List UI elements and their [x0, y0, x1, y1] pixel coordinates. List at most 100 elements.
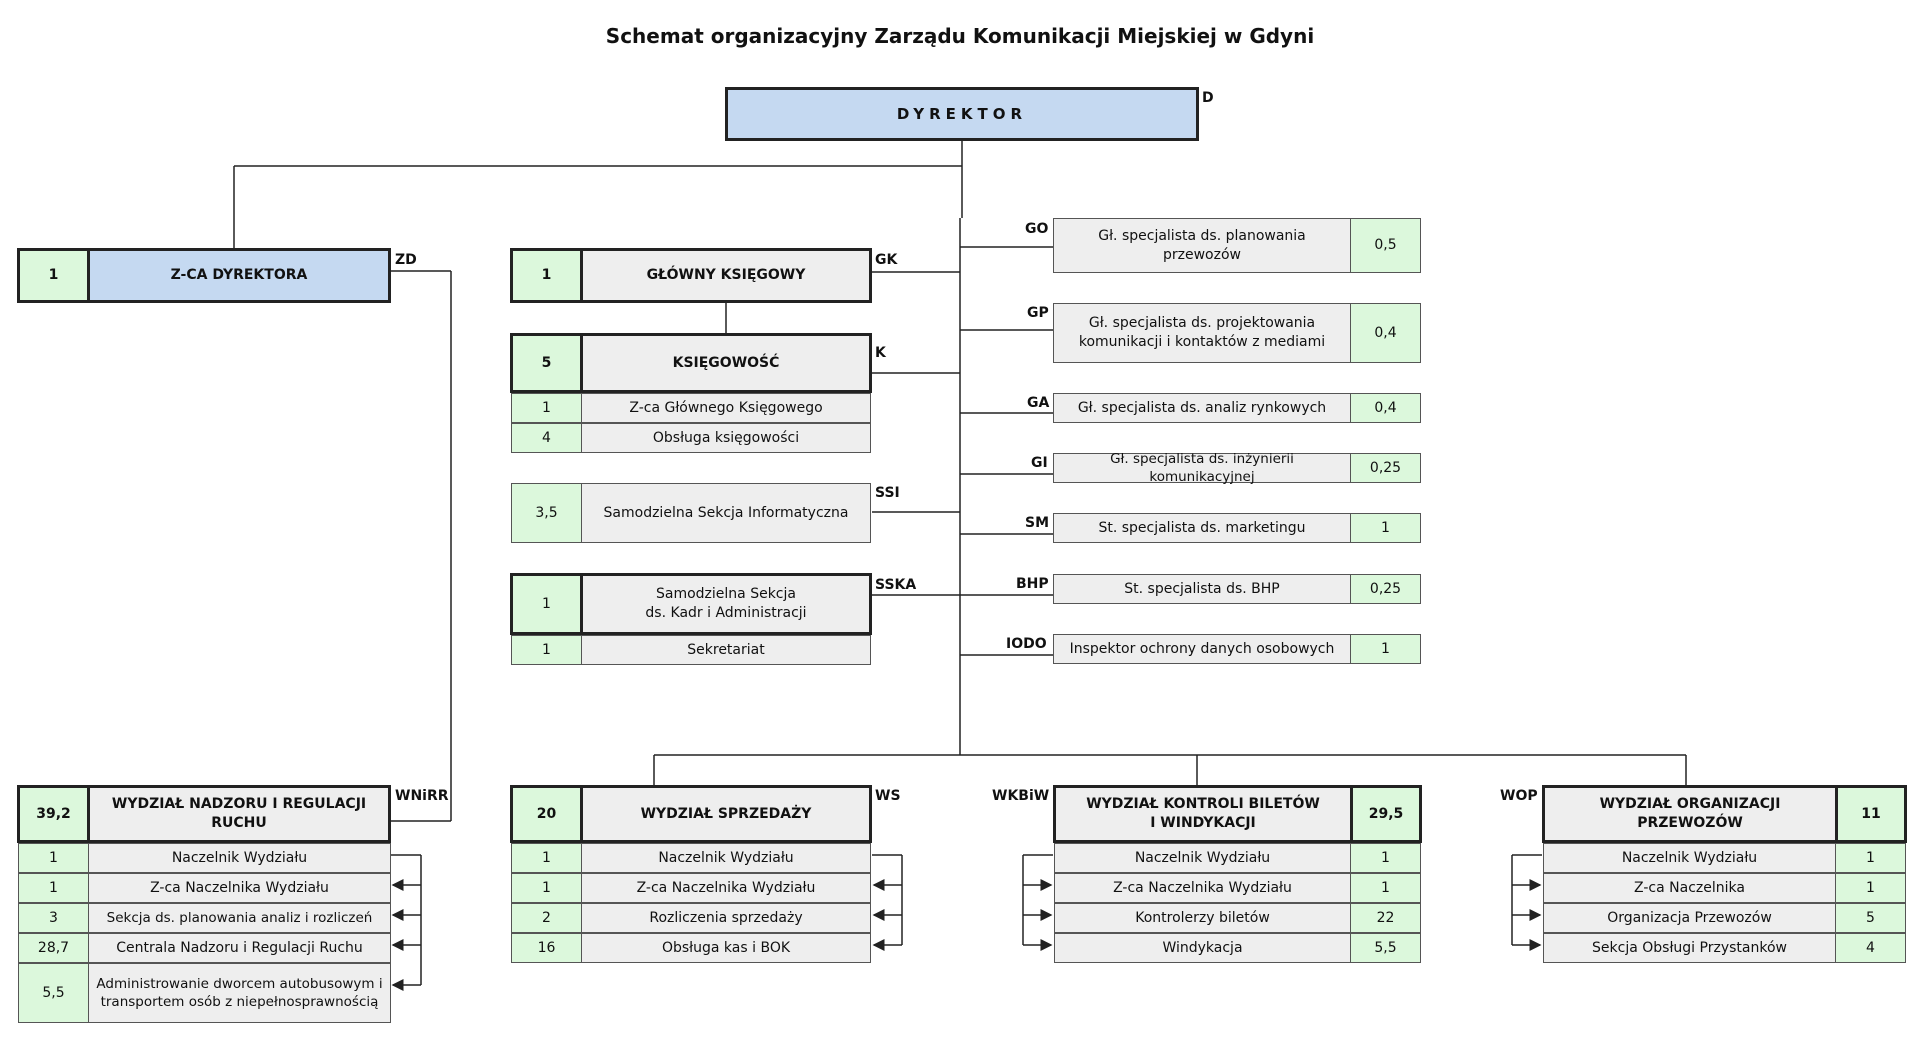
- chief-accountant-code: GK: [875, 252, 898, 268]
- specialist-count: 0,25: [1350, 574, 1421, 604]
- wop-row-count: 5: [1835, 903, 1906, 933]
- accounting-code: K: [875, 345, 886, 361]
- specialist-code: SM: [1025, 515, 1050, 531]
- wop-row: Sekcja Obsługi Przystanków: [1543, 933, 1836, 963]
- ws-row: Rozliczenia sprzedaży: [581, 903, 871, 933]
- accounting-box: KSIĘGOWOŚĆ: [580, 333, 872, 393]
- specialist-box: Gł. specjalista ds. analiz rynkowych: [1053, 393, 1351, 423]
- specialist-code: IODO: [1006, 636, 1047, 652]
- wop-count: 11: [1835, 785, 1907, 843]
- wkbiw-label-line2: I WINDYKACJI: [1150, 815, 1256, 831]
- wop-row-count: 4: [1835, 933, 1906, 963]
- wop-row-count: 1: [1835, 873, 1906, 903]
- wop-code: WOP: [1500, 788, 1538, 804]
- wkbiw-row-count: 5,5: [1350, 933, 1421, 963]
- ssi-code: SSI: [875, 485, 900, 501]
- wkbiw-row: Windykacja: [1054, 933, 1351, 963]
- wnirr-row-line2: transportem osób z niepełnosprawnością: [100, 994, 379, 1010]
- director-box: DYREKTOR: [725, 87, 1199, 141]
- specialist-code: GO: [1025, 221, 1049, 237]
- wnirr-label-line1: WYDZIAŁ NADZORU I REGULACJI: [111, 796, 367, 813]
- accounting-count: 5: [510, 333, 583, 393]
- wkbiw-row: Z-ca Naczelnika Wydziału: [1054, 873, 1351, 903]
- specialist-box: Gł. specjalista ds. projektowania komuni…: [1053, 303, 1351, 363]
- specialist-count: 1: [1350, 513, 1421, 543]
- wnirr-row-count: 28,7: [18, 933, 89, 963]
- wnirr-code: WNiRR: [395, 788, 449, 804]
- specialist-box: Gł. specjalista ds. planowania przewozów: [1053, 218, 1351, 273]
- ws-row-count: 1: [511, 843, 582, 873]
- wkbiw-row: Naczelnik Wydziału: [1054, 843, 1351, 873]
- specialist-count: 0,4: [1350, 393, 1421, 423]
- deputy-count: 1: [17, 248, 90, 303]
- ws-count: 20: [510, 785, 583, 843]
- specialist-box: St. specjalista ds. marketingu: [1053, 513, 1351, 543]
- chief-accountant-box: GŁÓWNY KSIĘGOWY: [580, 248, 872, 303]
- wkbiw-box: WYDZIAŁ KONTROLI BILETÓW I WINDYKACJI: [1053, 785, 1353, 843]
- wnirr-row: Z-ca Naczelnika Wydziału: [88, 873, 391, 903]
- wnirr-row-line1: Administrowanie dworcem autobusowym i: [96, 975, 383, 992]
- specialist-code: GI: [1031, 455, 1048, 471]
- wop-box: WYDZIAŁ ORGANIZACJI PRZEWOZÓW: [1542, 785, 1838, 843]
- wnirr-row-count: 3: [18, 903, 89, 933]
- ssi-box: Samodzielna Sekcja Informatyczna: [581, 483, 871, 543]
- wop-row: Organizacja Przewozów: [1543, 903, 1836, 933]
- specialist-count: 0,4: [1350, 303, 1421, 363]
- wnirr-row-count: 1: [18, 843, 89, 873]
- ws-row: Z-ca Naczelnika Wydziału: [581, 873, 871, 903]
- wnirr-row-count: 1: [18, 873, 89, 903]
- ws-code: WS: [875, 788, 901, 804]
- wop-label-line1: WYDZIAŁ ORGANIZACJI: [1599, 796, 1781, 813]
- wnirr-row: Naczelnik Wydziału: [88, 843, 391, 873]
- ws-row: Obsługa kas i BOK: [581, 933, 871, 963]
- chart-title: Schemat organizacyjny Zarządu Komunikacj…: [605, 24, 1315, 48]
- accounting-row: Z-ca Głównego Księgowego: [581, 393, 871, 423]
- accounting-row: Obsługa księgowości: [581, 423, 871, 453]
- sska-row-count: 1: [511, 635, 582, 665]
- sska-label-line1: Samodzielna Sekcja: [656, 586, 796, 603]
- wnirr-box: WYDZIAŁ NADZORU I REGULACJI RUCHU: [87, 785, 391, 843]
- specialist-count: 0,5: [1350, 218, 1421, 273]
- specialist-box: Gł. specjalista ds. inżynierii komunikac…: [1053, 451, 1351, 485]
- wkbiw-label-line1: WYDZIAŁ KONTROLI BILETÓW: [1086, 796, 1320, 813]
- accounting-row-count: 1: [511, 393, 582, 423]
- specialist-count: 1: [1350, 634, 1421, 664]
- wop-row-count: 1: [1835, 843, 1906, 873]
- specialist-code: GP: [1027, 305, 1049, 321]
- sska-box: Samodzielna Sekcja ds. Kadr i Administra…: [580, 573, 872, 635]
- wnirr-row: Centrala Nadzoru i Regulacji Ruchu: [88, 933, 391, 963]
- sska-row: Sekretariat: [581, 635, 871, 665]
- wkbiw-row-count: 1: [1350, 873, 1421, 903]
- deputy-box: Z-CA DYREKTORA: [87, 248, 391, 303]
- sska-code: SSKA: [875, 577, 917, 593]
- wnirr-row: Administrowanie dworcem autobusowym i tr…: [88, 963, 391, 1023]
- specialist-box: Inspektor ochrony danych osobowych: [1053, 634, 1351, 664]
- wkbiw-count: 29,5: [1350, 785, 1422, 843]
- sska-count: 1: [510, 573, 583, 635]
- specialist-count: 0,25: [1350, 453, 1421, 483]
- chief-accountant-count: 1: [510, 248, 583, 303]
- ws-row-count: 1: [511, 873, 582, 903]
- ssi-count: 3,5: [511, 483, 582, 543]
- wkbiw-row-count: 1: [1350, 843, 1421, 873]
- wnirr-count: 39,2: [17, 785, 90, 843]
- wnirr-label-line2: RUCHU: [211, 815, 267, 831]
- specialist-box: St. specjalista ds. BHP: [1053, 574, 1351, 604]
- ws-row-count: 16: [511, 933, 582, 963]
- accounting-row-count: 4: [511, 423, 582, 453]
- wkbiw-row-count: 22: [1350, 903, 1421, 933]
- sska-label-line2: ds. Kadr i Administracji: [645, 605, 807, 621]
- ws-row: Naczelnik Wydziału: [581, 843, 871, 873]
- wkbiw-row: Kontrolerzy biletów: [1054, 903, 1351, 933]
- specialist-code: BHP: [1016, 576, 1049, 592]
- ws-row-count: 2: [511, 903, 582, 933]
- specialist-code: GA: [1027, 395, 1050, 411]
- wop-label-line2: PRZEWOZÓW: [1637, 815, 1743, 831]
- wop-row: Naczelnik Wydziału: [1543, 843, 1836, 873]
- wnirr-row: Sekcja ds. planowania analiz i rozliczeń: [88, 903, 391, 933]
- director-code: D: [1202, 90, 1214, 106]
- wop-row: Z-ca Naczelnika: [1543, 873, 1836, 903]
- wkbiw-code: WKBiW: [992, 788, 1050, 804]
- ws-box: WYDZIAŁ SPRZEDAŻY: [580, 785, 872, 843]
